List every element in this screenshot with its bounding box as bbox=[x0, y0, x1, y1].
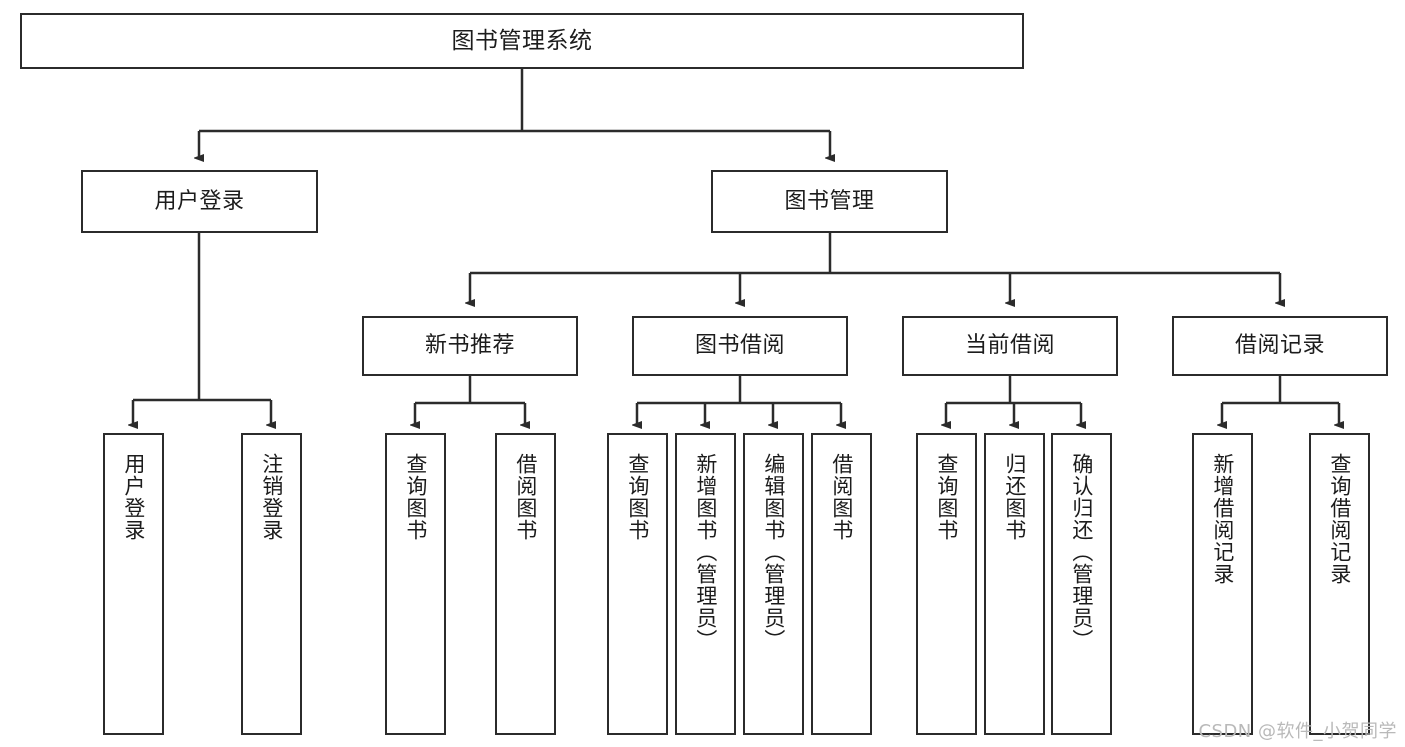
node-label: 用户登录 bbox=[121, 453, 146, 541]
node-label: 查询图书 bbox=[403, 453, 428, 541]
node-label: 归还图书 bbox=[1002, 453, 1027, 541]
node-book-management[interactable]: 图书管理 bbox=[711, 170, 948, 233]
node-label: 图书管理 bbox=[784, 188, 875, 214]
node-label: 用户登录 bbox=[154, 188, 245, 214]
node-book-borrowing[interactable]: 图书借阅 bbox=[632, 316, 848, 376]
leaf-logout-login[interactable]: 注销登录 bbox=[241, 433, 302, 735]
leaf-add-borrow-record[interactable]: 新增借阅记录 bbox=[1192, 433, 1253, 735]
leaf-query-book-current[interactable]: 查询图书 bbox=[916, 433, 977, 735]
leaf-borrow-book[interactable]: 借阅图书 bbox=[811, 433, 872, 735]
node-label: 注销登录 bbox=[259, 453, 284, 541]
node-user-login[interactable]: 用户登录 bbox=[81, 170, 318, 233]
node-label: 确认归还（管理员） bbox=[1069, 453, 1094, 651]
node-label: 新书推荐 bbox=[424, 333, 515, 359]
node-label: 查询图书 bbox=[625, 453, 650, 541]
node-current-borrowing[interactable]: 当前借阅 bbox=[902, 316, 1118, 376]
leaf-confirm-return-admin[interactable]: 确认归还（管理员） bbox=[1051, 433, 1112, 735]
leaf-return-book[interactable]: 归还图书 bbox=[984, 433, 1045, 735]
leaf-query-book-newbook[interactable]: 查询图书 bbox=[385, 433, 446, 735]
leaf-edit-book-admin[interactable]: 编辑图书（管理员） bbox=[743, 433, 804, 735]
node-label: 借阅记录 bbox=[1234, 333, 1325, 359]
leaf-borrow-book-newbook[interactable]: 借阅图书 bbox=[495, 433, 556, 735]
node-label: 借阅图书 bbox=[829, 453, 854, 541]
leaf-query-book-borrow[interactable]: 查询图书 bbox=[607, 433, 668, 735]
node-new-book-recommendation[interactable]: 新书推荐 bbox=[362, 316, 578, 376]
node-label: 新增图书（管理员） bbox=[693, 453, 718, 651]
node-label: 图书管理系统 bbox=[451, 27, 593, 54]
node-label: 查询借阅记录 bbox=[1327, 453, 1352, 585]
node-label: 图书借阅 bbox=[694, 333, 785, 359]
node-borrowing-records[interactable]: 借阅记录 bbox=[1172, 316, 1388, 376]
node-label: 查询图书 bbox=[934, 453, 959, 541]
leaf-user-login[interactable]: 用户登录 bbox=[103, 433, 164, 735]
node-label: 借阅图书 bbox=[513, 453, 538, 541]
node-label: 编辑图书（管理员） bbox=[761, 453, 786, 651]
node-root-book-management-system[interactable]: 图书管理系统 bbox=[20, 13, 1024, 69]
node-label: 当前借阅 bbox=[964, 333, 1055, 359]
leaf-add-book-admin[interactable]: 新增图书（管理员） bbox=[675, 433, 736, 735]
node-label: 新增借阅记录 bbox=[1210, 453, 1235, 585]
leaf-query-borrow-record[interactable]: 查询借阅记录 bbox=[1309, 433, 1370, 735]
